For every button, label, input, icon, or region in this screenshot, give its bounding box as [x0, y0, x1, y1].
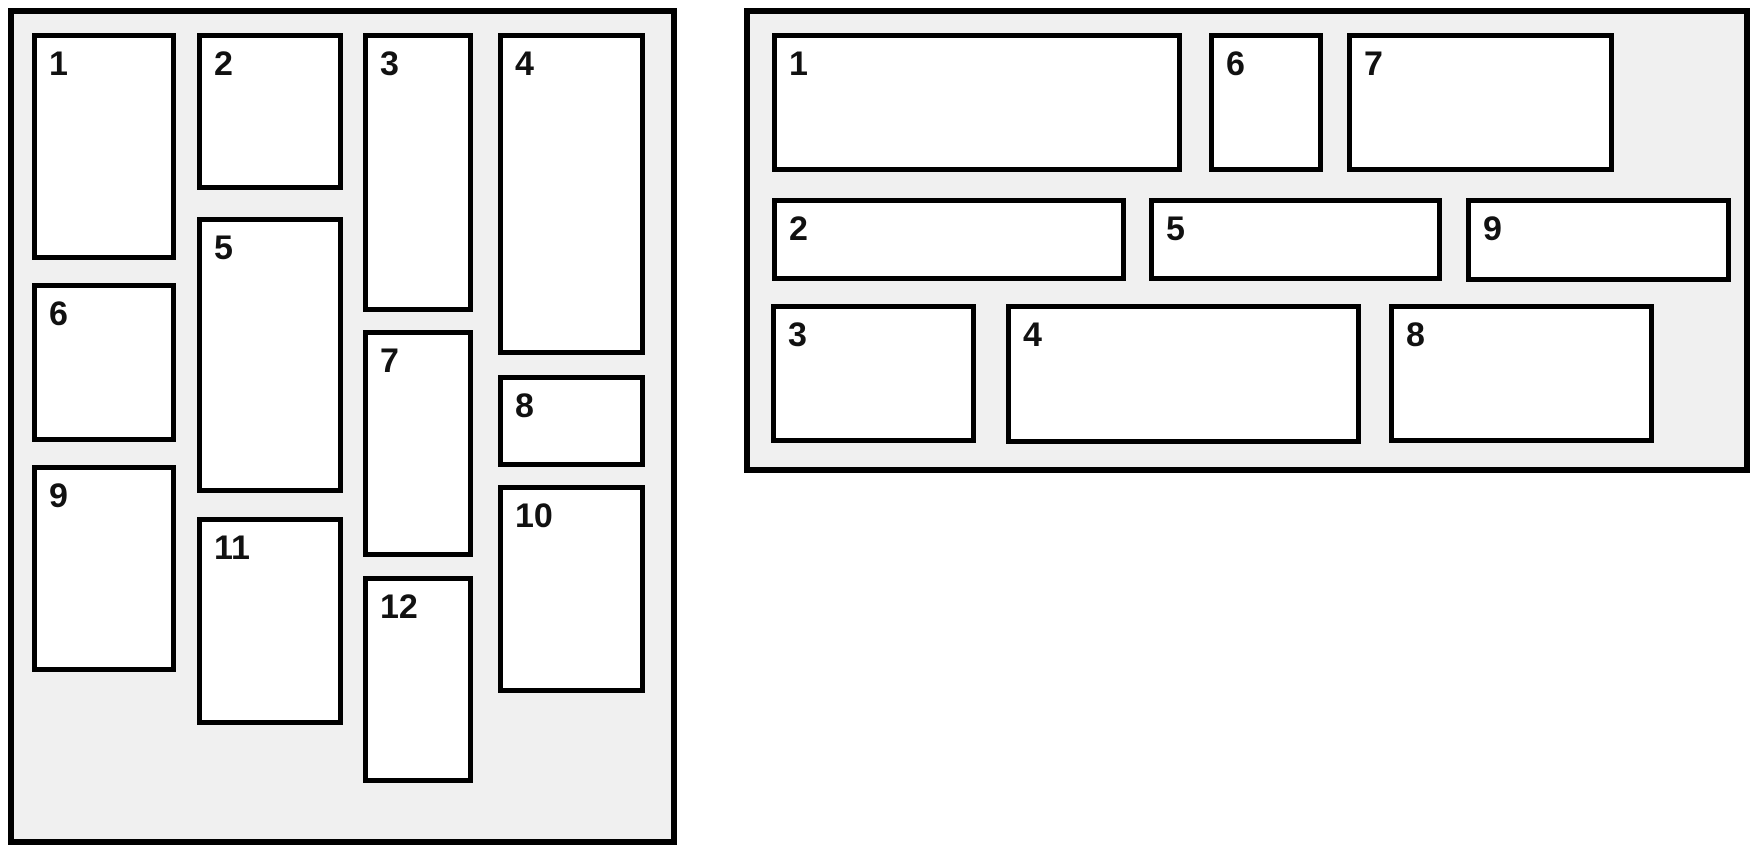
v-masonry-tile-4: 4 [498, 33, 645, 355]
h-masonry-tile-2: 2 [772, 198, 1126, 281]
v-masonry-tile-10: 10 [498, 485, 645, 693]
v-masonry-tile-11-label: 11 [214, 529, 250, 567]
h-masonry-tile-9: 9 [1466, 198, 1731, 282]
h-masonry-tile-7: 7 [1347, 33, 1614, 172]
horizontal-masonry-panel: 1 2 3 4 5 6 7 8 9 [744, 8, 1750, 473]
h-masonry-tile-4: 4 [1006, 304, 1361, 444]
h-masonry-tile-5: 5 [1149, 198, 1442, 281]
v-masonry-tile-4-label: 4 [515, 45, 534, 83]
h-masonry-tile-9-label: 9 [1483, 210, 1502, 248]
v-masonry-tile-8: 8 [498, 375, 645, 467]
v-masonry-tile-12-label: 12 [380, 588, 418, 626]
v-masonry-tile-3: 3 [363, 33, 473, 312]
v-masonry-tile-7-label: 7 [380, 342, 399, 380]
v-masonry-tile-5: 5 [197, 217, 343, 493]
v-masonry-tile-2-label: 2 [214, 45, 233, 83]
v-masonry-tile-2: 2 [197, 33, 343, 190]
h-masonry-tile-4-label: 4 [1023, 316, 1042, 354]
v-masonry-tile-1-label: 1 [49, 45, 68, 83]
v-masonry-tile-1: 1 [32, 33, 176, 260]
h-masonry-tile-2-label: 2 [789, 210, 808, 248]
v-masonry-tile-3-label: 3 [380, 45, 399, 83]
h-masonry-tile-8: 8 [1389, 304, 1654, 443]
vertical-masonry-panel: 1 2 3 4 5 6 7 8 9 10 11 [8, 8, 677, 845]
h-masonry-tile-5-label: 5 [1166, 210, 1185, 248]
h-masonry-tile-1: 1 [772, 33, 1182, 172]
v-masonry-tile-5-label: 5 [214, 229, 233, 267]
v-masonry-tile-9: 9 [32, 465, 176, 672]
v-masonry-tile-7: 7 [363, 330, 473, 557]
v-masonry-tile-10-label: 10 [515, 497, 553, 535]
v-masonry-tile-12: 12 [363, 576, 473, 783]
v-masonry-tile-6-label: 6 [49, 295, 68, 333]
h-masonry-tile-8-label: 8 [1406, 316, 1425, 354]
v-masonry-tile-8-label: 8 [515, 387, 534, 425]
h-masonry-tile-7-label: 7 [1364, 45, 1383, 83]
v-masonry-tile-6: 6 [32, 283, 176, 442]
v-masonry-tile-9-label: 9 [49, 477, 68, 515]
h-masonry-tile-6-label: 6 [1226, 45, 1245, 83]
v-masonry-tile-11: 11 [197, 517, 343, 725]
h-masonry-tile-6: 6 [1209, 33, 1323, 172]
h-masonry-tile-3-label: 3 [788, 316, 807, 354]
h-masonry-tile-3: 3 [771, 304, 976, 443]
h-masonry-tile-1-label: 1 [789, 45, 808, 83]
